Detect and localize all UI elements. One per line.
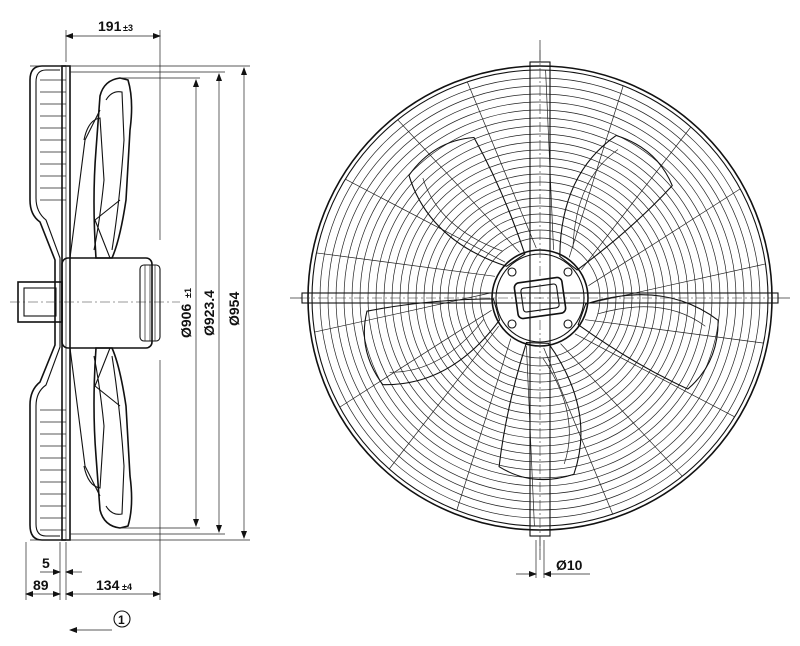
guard-spoke [388,325,499,470]
fan-blade [498,341,582,481]
dim-191-tol: ±3 [123,23,133,33]
fan-blade [363,298,501,386]
guard-spoke [316,252,496,277]
fan-blade [559,134,673,271]
terminal-box [513,276,567,320]
guard-spoke [543,347,614,515]
guard-spoke [584,319,764,344]
front-view [290,40,790,560]
blade-upper [93,77,133,259]
guard-spoke [588,188,741,286]
guard-spoke [568,85,624,258]
fan-blades [363,134,719,481]
guard-spoke [339,310,492,408]
dim-hole-10: Ø10 [516,540,590,578]
dim-191-label: 191 [98,18,122,34]
motor-body [61,257,153,349]
fan-blade [408,136,526,267]
dim-5-label: 5 [42,555,50,571]
dim-134-tol: ±4 [122,582,132,592]
guard-spoke [560,343,683,477]
dim-906-label: Ø906 [178,304,194,338]
fan-blade [577,294,719,390]
dim-bottom: 5 89 134 ±4 [25,360,161,600]
guard-spoke [581,126,692,271]
guard-spoke [345,178,506,263]
dim-hole-label: Ø10 [556,557,583,573]
dim-954-label: Ø954 [226,292,242,326]
dim-depth-191: 191 ±3 [65,18,161,240]
guard-spoke [456,338,512,511]
blade-lower [93,347,133,529]
airflow-marker: 1 [69,610,131,633]
dim-diameters: Ø906 ±1 Ø923.4 Ø954 [178,67,247,539]
airflow-marker-label: 1 [118,613,125,627]
dim-906-tol: ±1 [183,288,193,298]
guard-spoke [314,292,491,333]
guard-spoke [466,81,537,249]
dim-134-label: 134 [96,577,120,593]
guard-spoke [574,333,735,418]
dim-89-label: 89 [33,577,49,593]
dim-923-label: Ø923.4 [201,290,217,336]
guard-profile [29,65,66,541]
side-view [10,65,250,541]
guard-spoke [397,119,520,253]
